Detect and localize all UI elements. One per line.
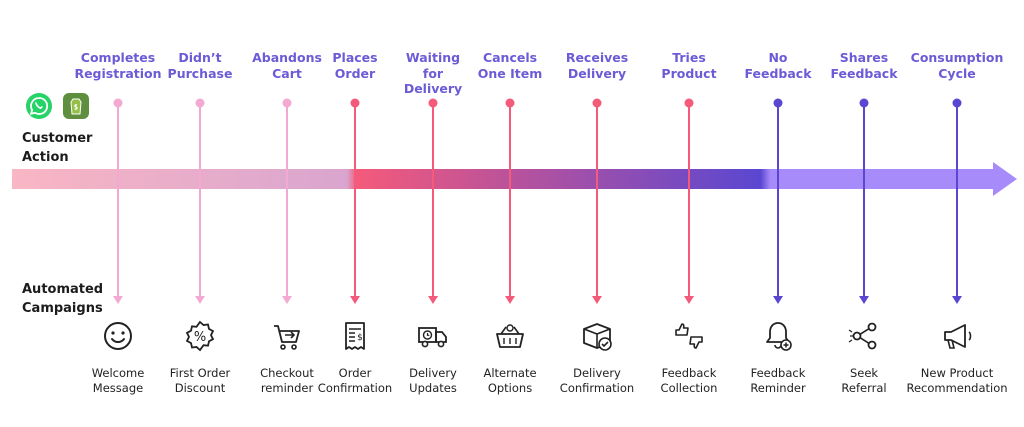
connector-arrowhead [859, 296, 869, 304]
connector-arrowhead [428, 296, 438, 304]
stage-connector [113, 98, 123, 304]
customer-action-label: Consumption Cycle [910, 50, 1004, 81]
stage-connector [952, 98, 962, 304]
customer-action-label: Cancels One Item [477, 50, 543, 81]
share-icon [846, 318, 882, 354]
stage-dot [350, 98, 360, 108]
stage-connector [859, 98, 869, 304]
shopify-icon [63, 93, 89, 119]
campaign-label: First Order Discount [169, 366, 231, 395]
customer-action-row-label: Customer Action [22, 131, 93, 165]
svg-text:%: % [194, 330, 206, 345]
connector-arrowhead [195, 296, 205, 304]
discount-badge-icon: % [182, 318, 218, 354]
timeline-arrow-head [993, 162, 1017, 196]
cart-icon [269, 318, 305, 354]
stage-dot [952, 98, 962, 108]
stage-connector [505, 98, 515, 304]
stage-dot [195, 98, 205, 108]
connector-arrowhead [592, 296, 602, 304]
stage-dot [113, 98, 123, 108]
stage-connector [428, 98, 438, 304]
bell-plus-icon [760, 318, 796, 354]
svg-text:$: $ [357, 333, 363, 343]
customer-action-label: Didn’t Purchase [167, 50, 233, 81]
stage-connector [282, 98, 292, 304]
campaign-label: Feedback Reminder [750, 366, 806, 395]
stage-connector [195, 98, 205, 304]
smiley-icon [100, 318, 136, 354]
connector-arrowhead [282, 296, 292, 304]
delivery-truck-icon [415, 318, 451, 354]
campaign-label: Welcome Message [91, 366, 145, 395]
customer-action-label: Tries Product [661, 50, 717, 81]
campaign-label: Delivery Updates [409, 366, 457, 395]
stage-connector [684, 98, 694, 304]
stage-dot [282, 98, 292, 108]
customer-action-label: No Feedback [744, 50, 812, 81]
megaphone-icon [939, 318, 975, 354]
grocery-basket-icon [492, 318, 528, 354]
stage-connector [350, 98, 360, 304]
stage-dot [684, 98, 694, 108]
stage-dot [859, 98, 869, 108]
receipt-icon: $ [337, 318, 373, 354]
thumbs-up-down-icon [671, 318, 707, 354]
campaign-label: New Product Recommendation [906, 366, 1008, 395]
connector-arrowhead [684, 296, 694, 304]
customer-action-label: Places Order [332, 50, 378, 81]
customer-action-label: Shares Feedback [830, 50, 898, 81]
campaign-label: Feedback Collection [660, 366, 718, 395]
connector-arrowhead [952, 296, 962, 304]
connector-arrowhead [113, 296, 123, 304]
stage-dot [428, 98, 438, 108]
customer-action-label: Abandons Cart [252, 50, 322, 81]
customer-action-label: Completes Registration [74, 50, 162, 81]
connector-arrowhead [773, 296, 783, 304]
stage-connector [773, 98, 783, 304]
whatsapp-icon [26, 93, 52, 119]
stage-dot [773, 98, 783, 108]
campaign-label: Alternate Options [483, 366, 537, 395]
connector-arrowhead [350, 296, 360, 304]
campaign-label: Delivery Confirmation [559, 366, 635, 395]
timeline-arrow-shaft [12, 169, 997, 189]
customer-action-label: Receives Delivery [565, 50, 629, 81]
stage-connector [592, 98, 602, 304]
automated-campaigns-row-label: Automated Campaigns [22, 282, 104, 316]
customer-action-label: Waiting for Delivery [403, 50, 463, 96]
stage-dot [592, 98, 602, 108]
package-check-icon [579, 318, 615, 354]
campaign-label: Order Confirmation [317, 366, 393, 395]
campaign-label: Seek Referral [841, 366, 887, 395]
connector-arrowhead [505, 296, 515, 304]
campaign-label: Checkout reminder [260, 366, 314, 395]
stage-dot [505, 98, 515, 108]
